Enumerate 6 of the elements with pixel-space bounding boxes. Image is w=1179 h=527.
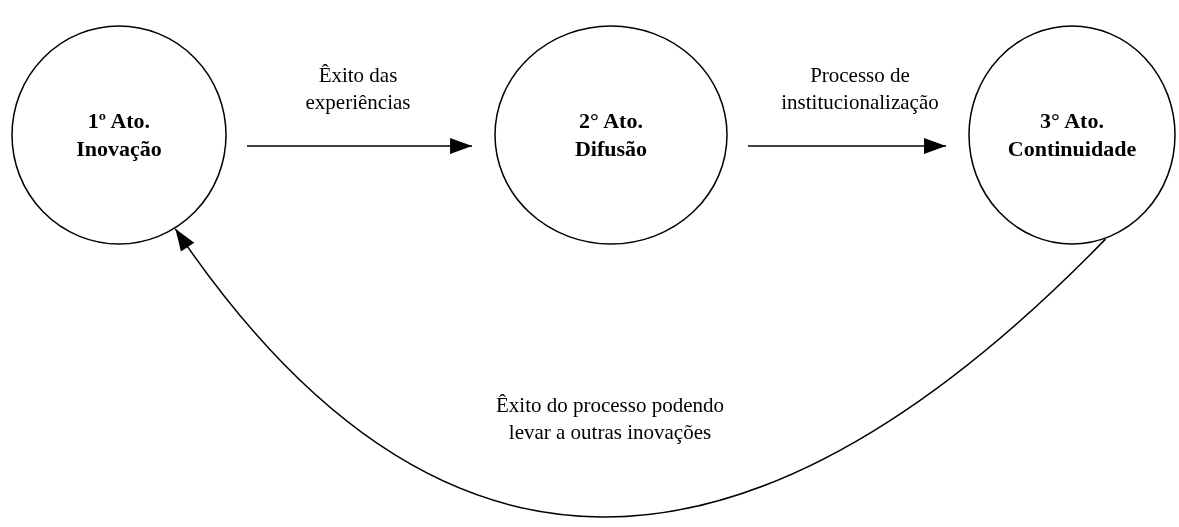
node-label: 1º Ato. Inovação	[75, 107, 163, 163]
node-label: 2° Ato. Difusão	[573, 107, 649, 163]
arrow	[174, 228, 1107, 518]
node-label: 3° Ato. Continuidade	[1006, 107, 1138, 163]
arrow	[246, 138, 473, 154]
arrow	[747, 138, 947, 154]
